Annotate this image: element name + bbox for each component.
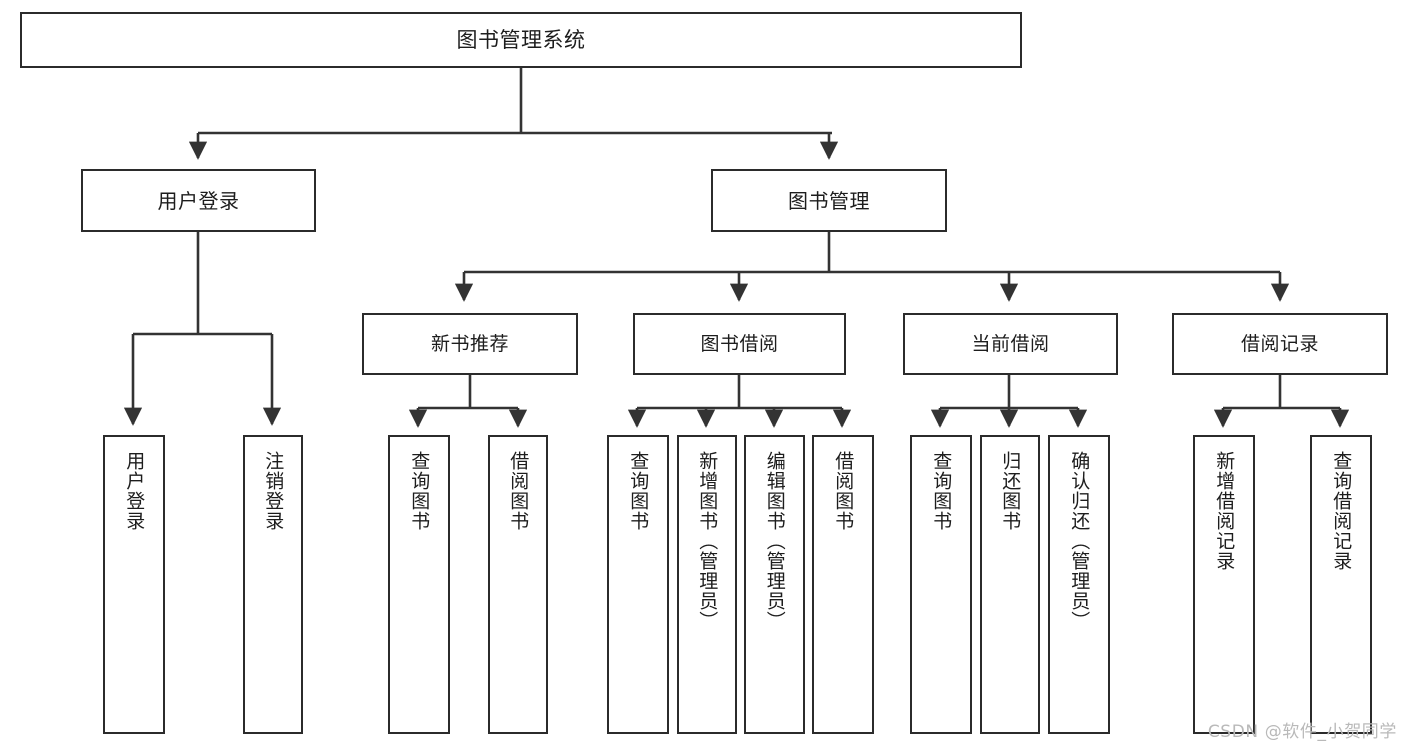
- node-leaf-query-book-1-label: 查询图书: [408, 451, 431, 531]
- node-leaf-borrow-book-2-label: 借阅图书: [832, 451, 855, 531]
- node-leaf-edit-book-label: 编辑图书（管理员）: [763, 451, 786, 631]
- node-book-manage[interactable]: 图书管理: [711, 169, 947, 232]
- node-leaf-add-book-label: 新增图书（管理员）: [696, 451, 719, 631]
- node-leaf-return-book[interactable]: 归还图书: [980, 435, 1040, 734]
- node-leaf-user-login[interactable]: 用户登录: [103, 435, 165, 734]
- node-leaf-edit-book[interactable]: 编辑图书（管理员）: [744, 435, 805, 734]
- node-borrow-record[interactable]: 借阅记录: [1172, 313, 1388, 375]
- node-leaf-borrow-book-2[interactable]: 借阅图书: [812, 435, 874, 734]
- node-current-borrow-label: 当前借阅: [971, 332, 1050, 355]
- node-book-borrow[interactable]: 图书借阅: [633, 313, 846, 375]
- node-leaf-query-book-2-label: 查询图书: [627, 451, 650, 531]
- node-leaf-borrow-book-1[interactable]: 借阅图书: [488, 435, 548, 734]
- node-user-login[interactable]: 用户登录: [81, 169, 316, 232]
- node-root[interactable]: 图书管理系统: [20, 12, 1022, 68]
- node-leaf-user-logout[interactable]: 注销登录: [243, 435, 303, 734]
- node-leaf-add-record[interactable]: 新增借阅记录: [1193, 435, 1255, 734]
- node-leaf-confirm-return-label: 确认归还（管理员）: [1068, 451, 1091, 631]
- node-leaf-user-login-label: 用户登录: [123, 451, 146, 531]
- node-leaf-query-book-1[interactable]: 查询图书: [388, 435, 450, 734]
- node-new-book-recommend-label: 新书推荐: [430, 332, 509, 355]
- node-user-login-label: 用户登录: [157, 188, 240, 213]
- node-leaf-query-book-3-label: 查询图书: [930, 451, 953, 531]
- node-leaf-user-logout-label: 注销登录: [262, 451, 285, 531]
- node-leaf-confirm-return[interactable]: 确认归还（管理员）: [1048, 435, 1110, 734]
- node-book-manage-label: 图书管理: [788, 188, 870, 213]
- node-leaf-query-record-label: 查询借阅记录: [1330, 451, 1353, 571]
- node-book-borrow-label: 图书借阅: [700, 332, 779, 355]
- node-leaf-return-book-label: 归还图书: [999, 451, 1022, 531]
- node-leaf-query-record[interactable]: 查询借阅记录: [1310, 435, 1372, 734]
- node-root-label: 图书管理系统: [456, 27, 586, 52]
- node-leaf-borrow-book-1-label: 借阅图书: [507, 451, 530, 531]
- node-current-borrow[interactable]: 当前借阅: [903, 313, 1118, 375]
- node-leaf-query-book-3[interactable]: 查询图书: [910, 435, 972, 734]
- watermark-label: CSDN @软件_小贺同学: [1207, 722, 1397, 742]
- node-leaf-query-book-2[interactable]: 查询图书: [607, 435, 669, 734]
- node-leaf-add-book[interactable]: 新增图书（管理员）: [677, 435, 737, 734]
- node-new-book-recommend[interactable]: 新书推荐: [362, 313, 578, 375]
- node-leaf-add-record-label: 新增借阅记录: [1213, 451, 1236, 571]
- node-borrow-record-label: 借阅记录: [1240, 332, 1319, 355]
